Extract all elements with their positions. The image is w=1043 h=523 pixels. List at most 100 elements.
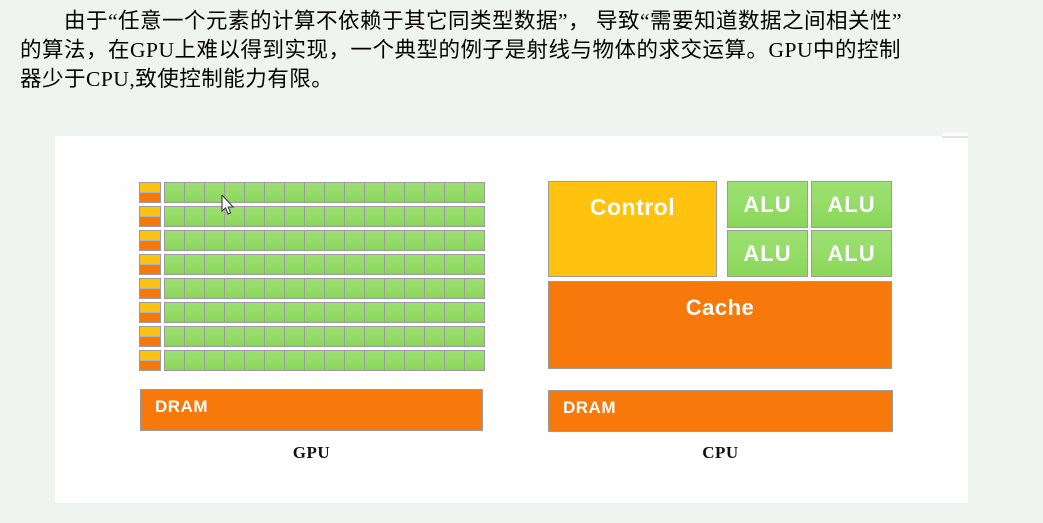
gpu-core-cell xyxy=(465,351,484,370)
gpu-core-cell xyxy=(405,327,424,346)
gpu-core-cell xyxy=(245,207,264,226)
gpu-core-cell xyxy=(345,327,364,346)
cpu-cache-box: Cache xyxy=(548,281,892,369)
gpu-core-cell xyxy=(225,327,244,346)
gpu-core-cell xyxy=(445,327,464,346)
gpu-core-cell xyxy=(245,183,264,202)
gpu-control-cache-cell xyxy=(139,182,161,203)
gpu-core-row-strip xyxy=(164,302,485,323)
scrollbar-thumb[interactable] xyxy=(942,133,968,138)
gpu-core-cell xyxy=(225,255,244,274)
gpu-core-cell xyxy=(365,231,384,250)
gpu-core-cell xyxy=(165,255,184,274)
gpu-cache-strip xyxy=(140,265,160,274)
cpu-dram-bar: DRAM xyxy=(548,390,893,432)
gpu-core-cell xyxy=(265,255,284,274)
gpu-core-cell xyxy=(245,231,264,250)
gpu-control-cache-cell xyxy=(139,230,161,251)
gpu-control-cache-cell xyxy=(139,326,161,347)
gpu-cache-strip xyxy=(140,289,160,298)
gpu-core-cell xyxy=(285,303,304,322)
gpu-core-cell xyxy=(465,207,484,226)
gpu-cache-strip xyxy=(140,193,160,202)
gpu-core-row-strip xyxy=(164,230,485,251)
gpu-core-cell xyxy=(265,183,284,202)
gpu-control-cache-cell xyxy=(139,302,161,323)
paragraph-line: 由于“任意一个元素的计算不依赖于其它同类型数据”， 导致“需要知道数据之间相关性… xyxy=(64,9,903,33)
gpu-core-cell xyxy=(205,255,224,274)
gpu-core-cell xyxy=(285,231,304,250)
gpu-core-cell xyxy=(365,183,384,202)
gpu-control-strip xyxy=(140,327,160,336)
gpu-core-cell xyxy=(385,351,404,370)
gpu-core-cell xyxy=(305,255,324,274)
gpu-core-cell xyxy=(205,351,224,370)
gpu-core-cell xyxy=(465,327,484,346)
gpu-core-cell xyxy=(305,231,324,250)
gpu-core-cell xyxy=(245,279,264,298)
gpu-core-cell xyxy=(185,327,204,346)
gpu-row xyxy=(139,230,485,251)
gpu-core-cell xyxy=(365,279,384,298)
gpu-core-cell xyxy=(345,231,364,250)
gpu-core-cell xyxy=(305,303,324,322)
gpu-core-cell xyxy=(185,279,204,298)
gpu-core-cell xyxy=(465,303,484,322)
gpu-control-strip xyxy=(140,207,160,216)
gpu-core-cell xyxy=(425,255,444,274)
gpu-core-cell xyxy=(205,183,224,202)
gpu-core-cell xyxy=(405,255,424,274)
gpu-core-cell xyxy=(205,279,224,298)
gpu-core-row-strip xyxy=(164,182,485,203)
gpu-core-cell xyxy=(365,255,384,274)
gpu-core-cell xyxy=(345,183,364,202)
gpu-core-cell xyxy=(385,183,404,202)
gpu-dram-bar: DRAM xyxy=(140,389,483,431)
gpu-core-cell xyxy=(445,183,464,202)
gpu-core-cell xyxy=(405,303,424,322)
gpu-core-cell xyxy=(205,303,224,322)
gpu-cache-strip xyxy=(140,241,160,250)
gpu-core-cell xyxy=(405,279,424,298)
gpu-core-cell xyxy=(265,303,284,322)
gpu-row xyxy=(139,182,485,203)
gpu-core-cell xyxy=(385,231,404,250)
gpu-core-cell xyxy=(165,231,184,250)
gpu-core-cell xyxy=(285,327,304,346)
gpu-core-cell xyxy=(445,207,464,226)
gpu-core-cell xyxy=(445,255,464,274)
gpu-core-row-strip xyxy=(164,254,485,275)
cpu-alu-box: ALU xyxy=(727,181,808,228)
gpu-row xyxy=(139,254,485,275)
gpu-core-cell xyxy=(425,279,444,298)
gpu-core-cell xyxy=(345,303,364,322)
gpu-core-cell xyxy=(405,183,424,202)
gpu-row xyxy=(139,302,485,323)
gpu-control-cache-cell xyxy=(139,206,161,227)
gpu-cache-strip xyxy=(140,217,160,226)
gpu-control-cache-cell xyxy=(139,278,161,299)
gpu-core-cell xyxy=(365,303,384,322)
gpu-core-cell xyxy=(465,255,484,274)
gpu-control-strip xyxy=(140,303,160,312)
gpu-caption: GPU xyxy=(292,443,331,462)
gpu-core-cell xyxy=(225,183,244,202)
gpu-core-cell xyxy=(405,351,424,370)
gpu-core-cell xyxy=(325,327,344,346)
gpu-core-cell xyxy=(385,327,404,346)
cpu-alu-box: ALU xyxy=(811,181,892,228)
gpu-core-cell xyxy=(165,183,184,202)
gpu-core-cell xyxy=(265,279,284,298)
gpu-core-cell xyxy=(325,207,344,226)
gpu-cache-strip xyxy=(140,361,160,370)
paragraph-line: 器少于CPU,致使控制能力有限。 xyxy=(20,67,334,91)
gpu-core-cell xyxy=(185,351,204,370)
gpu-core-cell xyxy=(365,207,384,226)
gpu-core-cell xyxy=(285,207,304,226)
gpu-cache-strip xyxy=(140,337,160,346)
paragraph-line: 的算法，在GPU上难以得到实现，一个典型的例子是射线与物体的求交运算。GPU中的… xyxy=(20,38,902,62)
gpu-core-row-strip xyxy=(164,278,485,299)
gpu-core-cell xyxy=(225,231,244,250)
gpu-core-cell xyxy=(385,279,404,298)
